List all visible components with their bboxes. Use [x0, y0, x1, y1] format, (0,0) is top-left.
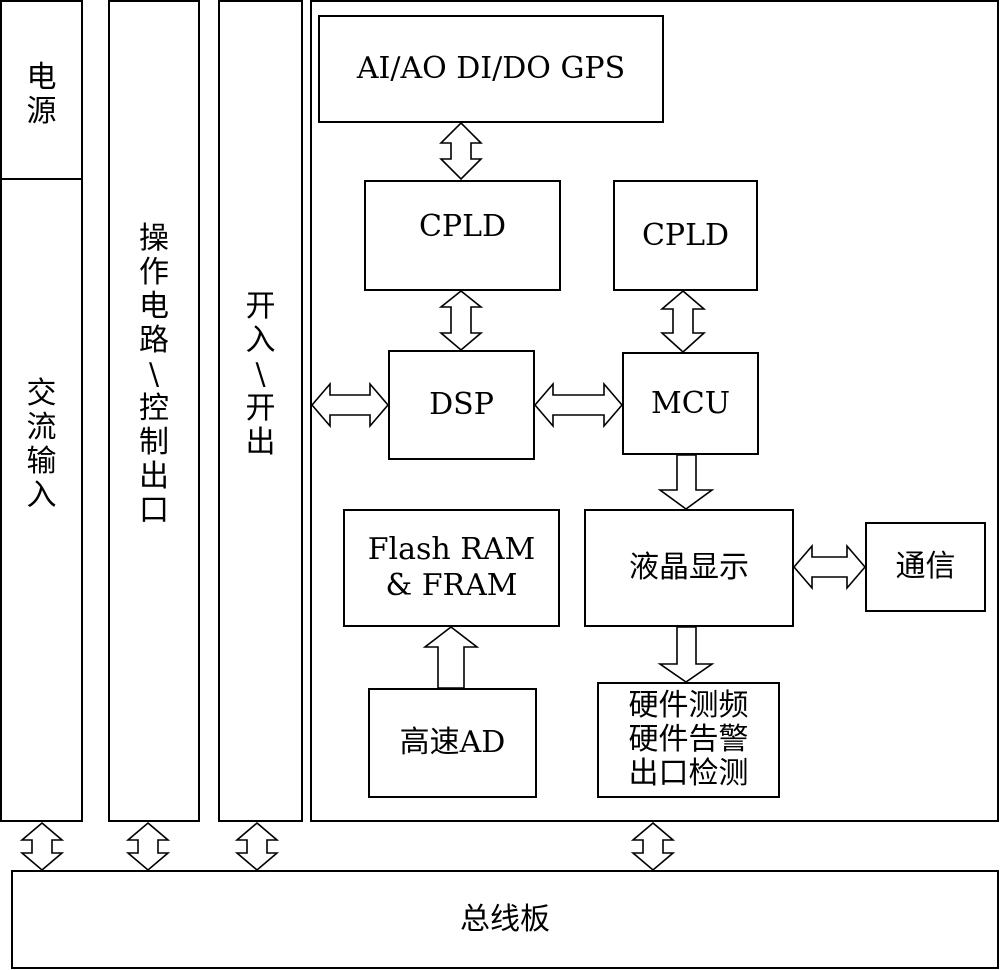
vertical-label-char: 源 — [26, 94, 57, 129]
arrow-ad-memory — [422, 625, 480, 689]
arrow-io-cpld — [439, 121, 483, 181]
vertical-label-char: 开 — [245, 391, 276, 426]
arrow-operation-bus — [125, 821, 171, 872]
cpld-left-label: CPLD — [418, 208, 507, 244]
operation-control-label: 操作电路\控制出口 — [109, 210, 199, 540]
arrow-cpld-mcu — [659, 289, 707, 354]
vertical-label-char: 出 — [139, 459, 169, 494]
hardware-functions-box — [597, 682, 780, 798]
communication-box — [865, 522, 986, 612]
mcu-box — [622, 352, 759, 455]
mcu-label: MCU — [651, 385, 730, 421]
power-label: 电源 — [1, 50, 82, 140]
io-interfaces-label: AI/AO DI/DO GPS — [356, 51, 626, 86]
memory-box — [343, 509, 560, 627]
vertical-label-char: 电 — [26, 60, 57, 95]
arrow-mcu-lcd — [657, 454, 715, 510]
binary-io-label: 开入\开出 — [219, 280, 302, 470]
arrow-lcd-hardware — [657, 626, 715, 683]
operation-control-box — [108, 0, 200, 822]
lcd-display-label: 液晶显示 — [629, 550, 749, 585]
arrow-ac-bus — [19, 821, 65, 872]
arrow-main-bus — [630, 821, 676, 872]
high-speed-ad-label: 高速AD — [399, 725, 506, 760]
bus-board-box — [11, 870, 999, 969]
vertical-label-char: 制 — [139, 425, 169, 460]
vertical-label-char: 电 — [139, 289, 169, 324]
ac-input-box — [0, 178, 83, 822]
vertical-label-char: 入 — [245, 323, 276, 358]
arrow-cpld-dsp — [438, 289, 484, 352]
vertical-label-char: 流 — [26, 410, 57, 445]
high-speed-ad-box — [368, 688, 537, 798]
hardware-functions-label: 硬件测频 硬件告警 出口检测 — [628, 688, 749, 791]
arrow-edge-dsp — [310, 381, 390, 429]
vertical-label-char: 出 — [245, 425, 276, 460]
vertical-label-char: 控 — [139, 391, 169, 426]
vertical-label-char: 作 — [139, 255, 169, 290]
vertical-label-char: 口 — [139, 493, 169, 528]
arrow-binary-bus — [234, 821, 280, 872]
vertical-label-char: 开 — [245, 289, 276, 324]
dsp-label: DSP — [429, 387, 494, 422]
lcd-display-box — [584, 509, 794, 627]
cpld-left-box — [364, 180, 561, 291]
binary-io-box — [218, 0, 303, 822]
vertical-label-char: \ — [255, 357, 266, 392]
ac-input-label: 交流输入 — [1, 360, 82, 530]
vertical-label-char: \ — [148, 357, 160, 392]
memory-label: Flash RAM & FRAM — [367, 532, 536, 603]
bus-board-label: 总线板 — [460, 901, 550, 937]
arrow-dsp-mcu — [533, 381, 624, 429]
cpld-right-box — [613, 180, 758, 291]
io-interfaces-box — [318, 15, 664, 123]
vertical-label-char: 路 — [139, 323, 169, 358]
vertical-label-char: 操 — [139, 221, 169, 256]
power-box — [0, 0, 83, 180]
arrow-lcd-comm — [792, 543, 867, 591]
vertical-label-char: 入 — [26, 478, 57, 513]
cpld-right-label: CPLD — [641, 217, 730, 253]
communication-label: 通信 — [895, 549, 956, 584]
vertical-label-char: 交 — [26, 376, 57, 411]
vertical-label-char: 输 — [26, 444, 57, 479]
